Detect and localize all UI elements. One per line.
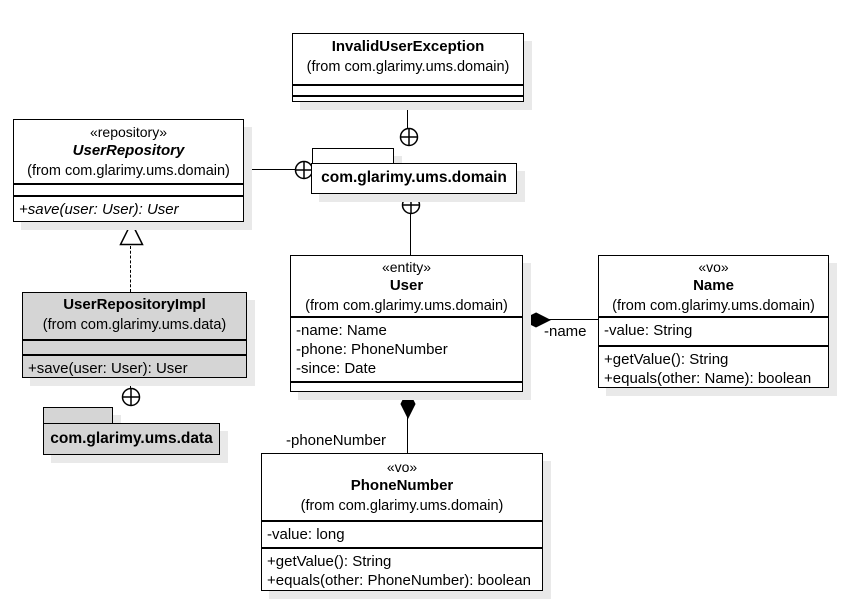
class-invaliduserexception[interactable]: InvalidUserException (from com.glarimy.u…	[292, 33, 524, 102]
attributes-compartment: -value: String	[599, 316, 828, 345]
method-item: +getValue(): String	[604, 351, 729, 368]
realization-triangle-icon	[119, 221, 144, 246]
class-name-label: User	[389, 277, 424, 294]
class-from-label: (from com.glarimy.ums.data)	[42, 317, 227, 333]
stereotype-label: «entity»	[381, 259, 432, 275]
class-name-vo[interactable]: «vo» Name (from com.glarimy.ums.domain) …	[598, 255, 829, 388]
class-userrepositoryimpl[interactable]: UserRepositoryImpl (from com.glarimy.ums…	[22, 292, 247, 378]
association-role-label: -name	[544, 323, 587, 340]
edge-exception-to-domain-package[interactable]	[407, 102, 408, 129]
method-item: +getValue(): String	[267, 553, 392, 570]
composition-diamond-icon	[521, 312, 551, 328]
edge-user-composes-phonenumber[interactable]	[407, 417, 408, 453]
edge-impl-to-data-package[interactable]	[130, 378, 131, 389]
containment-circle-plus-icon	[401, 195, 421, 215]
class-title-compartment: «vo» PhoneNumber (from com.glarimy.ums.d…	[262, 454, 542, 520]
attribute-item: -value: long	[267, 526, 345, 543]
containment-circle-plus-icon	[399, 127, 419, 147]
attributes-compartment-empty	[23, 339, 246, 354]
edge-domain-package-to-user[interactable]	[410, 213, 411, 255]
stereotype-label: «vo»	[698, 259, 729, 275]
attribute-item: -value: String	[604, 322, 693, 339]
stereotype-label: «repository»	[89, 124, 168, 140]
class-name-label: PhoneNumber	[350, 477, 454, 494]
class-name-label: InvalidUserException	[331, 38, 485, 55]
methods-compartment-empty	[293, 95, 523, 101]
containment-circle-plus-icon	[121, 387, 141, 407]
edge-userrepository-to-domain-package[interactable]	[244, 169, 295, 170]
methods-compartment: +save(user: User): User	[23, 354, 246, 377]
composition-diamond-icon	[400, 389, 416, 419]
package-name-label: com.glarimy.ums.data	[50, 430, 213, 447]
attributes-compartment: -name: Name -phone: PhoneNumber -since: …	[291, 316, 522, 381]
method-item: +save(user: User): User	[28, 360, 188, 377]
edge-impl-realizes-userrepository[interactable]	[130, 246, 131, 292]
attributes-compartment-empty	[14, 183, 243, 195]
methods-compartment: +getValue(): String +equals(other: Phone…	[262, 547, 542, 590]
attribute-item: -since: Date	[296, 360, 377, 377]
class-from-label: (from com.glarimy.ums.domain)	[305, 298, 508, 314]
attribute-item: -phone: PhoneNumber	[296, 341, 448, 358]
attributes-compartment: -value: long	[262, 520, 542, 547]
package-name-label: com.glarimy.ums.domain	[321, 169, 507, 186]
package-data[interactable]: com.glarimy.ums.data	[43, 423, 220, 455]
class-from-label: (from com.glarimy.ums.domain)	[612, 298, 815, 314]
attribute-item: -name: Name	[296, 322, 387, 339]
method-item: +equals(other: Name): boolean	[604, 370, 812, 387]
methods-compartment-empty	[291, 381, 522, 391]
class-title-compartment: InvalidUserException (from com.glarimy.u…	[293, 34, 523, 84]
class-from-label: (from com.glarimy.ums.domain)	[300, 498, 504, 514]
class-name-label: Name	[693, 277, 734, 294]
association-role-label: -phoneNumber	[286, 432, 387, 449]
package-domain[interactable]: com.glarimy.ums.domain	[311, 163, 517, 194]
class-from-label: (from com.glarimy.ums.domain)	[306, 59, 510, 75]
containment-circle-plus-icon	[294, 160, 314, 180]
class-title-compartment: «entity» User (from com.glarimy.ums.doma…	[291, 256, 522, 316]
stereotype-label: «vo»	[386, 459, 418, 475]
method-item: +save(user: User): User	[19, 201, 179, 218]
class-phonenumber[interactable]: «vo» PhoneNumber (from com.glarimy.ums.d…	[261, 453, 543, 591]
class-name-label: UserRepositoryImpl	[63, 296, 206, 313]
methods-compartment: +getValue(): String +equals(other: Name)…	[599, 345, 828, 387]
class-from-label: (from com.glarimy.ums.domain)	[27, 163, 230, 179]
class-user[interactable]: «entity» User (from com.glarimy.ums.doma…	[290, 255, 523, 392]
method-item: +equals(other: PhoneNumber): boolean	[267, 572, 531, 589]
class-title-compartment: UserRepositoryImpl (from com.glarimy.ums…	[23, 293, 246, 339]
methods-compartment: +save(user: User): User	[14, 195, 243, 221]
class-title-compartment: «vo» Name (from com.glarimy.ums.domain)	[599, 256, 828, 316]
edge-user-composes-name[interactable]	[548, 319, 598, 320]
class-title-compartment: «repository» UserRepository (from com.gl…	[14, 120, 243, 183]
package-tab[interactable]	[312, 148, 394, 164]
package-tab[interactable]	[43, 407, 113, 424]
interface-userrepository[interactable]: «repository» UserRepository (from com.gl…	[13, 119, 244, 222]
attributes-compartment-empty	[293, 84, 523, 95]
class-name-label: UserRepository	[72, 142, 185, 159]
